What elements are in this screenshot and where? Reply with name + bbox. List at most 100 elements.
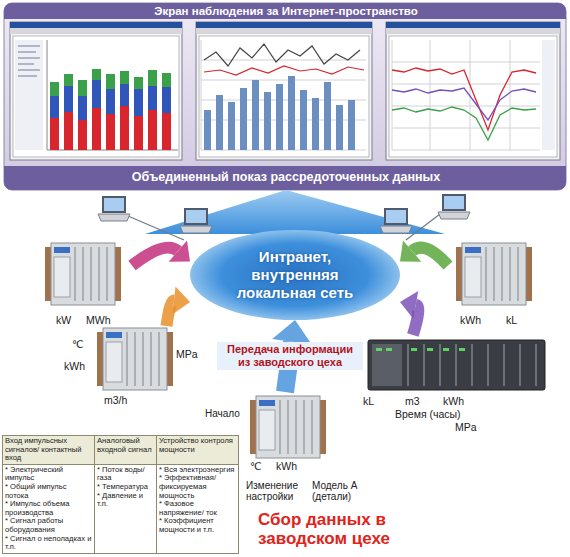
line-series [204, 66, 364, 75]
unit-label: kWh [443, 395, 464, 407]
screen-window [386, 22, 560, 160]
chart-grid [392, 40, 540, 150]
plc-controller: kLm3kWhВремя (часы)MPa [355, 335, 548, 435]
flow-arrow [400, 240, 448, 265]
flow-band [412, 248, 448, 266]
monitor-panel: Экран наблюдения за Интернет-пространств… [4, 3, 568, 190]
data-logger: ℃ kWh [240, 392, 330, 476]
panel-frame [4, 3, 566, 190]
data-logger-icon [45, 243, 121, 305]
screen-window [10, 22, 182, 160]
laptop-icon [180, 208, 212, 233]
chart-axis [47, 40, 178, 150]
table-item: * Эффективная/ фиксируемая мощность [159, 474, 236, 500]
flow-arrow [167, 286, 191, 326]
laptop-icon [438, 194, 470, 219]
table-header-cell: Вход импульсных сигналов/ контактный вхо… [3, 436, 95, 465]
line-series [392, 88, 536, 120]
laptop-icon [98, 196, 130, 221]
arrow-head [169, 240, 190, 261]
callout-label: Модель A (детали) [312, 480, 370, 502]
table-item: * Вся электроэнергия [159, 466, 236, 475]
network-shape [190, 230, 400, 320]
window-toolbar [196, 28, 372, 34]
flow-band [132, 248, 178, 266]
unit-label: m3 [405, 395, 420, 407]
unit-label: ℃ [250, 460, 262, 472]
window-titlebar [196, 22, 372, 28]
flow-arrow [132, 240, 190, 265]
unit-label: kWh [460, 314, 481, 326]
flow-arrow [145, 190, 445, 234]
unit-label: kW [56, 314, 71, 326]
unit-label: kWh [64, 360, 85, 372]
network-label: Интранет, внутренняя локальная сеть [220, 248, 370, 302]
data-logger: kWh kL [448, 238, 542, 330]
window-titlebar [10, 22, 182, 28]
window-sidebar [542, 40, 555, 150]
data-logger-icon [250, 396, 326, 458]
table-item: * Импульс объема производства [5, 500, 92, 517]
window-sidebar [15, 40, 43, 150]
bar-series [204, 76, 355, 150]
table-body-cell: * Электрический импульс* Общий импульс п… [3, 465, 95, 554]
window-content [199, 36, 369, 157]
unit-label: m3/h [104, 394, 127, 406]
table-item: * Сигнал о неполадках и т.п. [5, 535, 92, 552]
edge-label: Передача информации из заводского цеха [217, 342, 363, 370]
signal-table: Вход импульсных сигналов/ контактный вхо… [2, 435, 239, 554]
data-logger: ℃ MPa kWh m3/h [60, 326, 202, 410]
callout-label: Изменение настройки [246, 480, 308, 502]
unit-label: kWh [276, 460, 297, 472]
sidebar-lines [18, 46, 40, 76]
callout-label: Начало [205, 408, 240, 420]
flow-arrow [400, 291, 418, 335]
arrow-head [400, 240, 421, 261]
window-titlebar [386, 22, 560, 28]
screen-window [196, 22, 372, 160]
line-series [392, 68, 536, 130]
unit-label: MWh [86, 314, 111, 326]
table-item: * Фазовое напряжение/ ток [159, 500, 236, 517]
window-toolbar [386, 28, 560, 34]
laptop-icon [380, 208, 412, 233]
panel-heading: Экран наблюдения за Интернет-пространств… [4, 4, 568, 18]
data-logger-icon [97, 328, 173, 390]
upload-arrow [145, 190, 445, 234]
arrow-head [272, 320, 312, 345]
table-item: * Сигнал работы оборудования [5, 517, 92, 534]
plc-icon [368, 340, 545, 390]
table-body-cell: * Поток воды/ газа* Температура* Давлени… [95, 465, 157, 554]
data-logger-icon [456, 243, 532, 305]
data-logger: kW MWh [38, 238, 132, 330]
table-header-cell: Устройство контроля мощности [157, 436, 239, 465]
unit-label: kL [506, 314, 517, 326]
unit-label: kL [363, 395, 374, 407]
unit-label: ℃ [72, 338, 84, 350]
line-series [204, 44, 360, 66]
table-item: * Коэффициент мощности и т.п. [159, 517, 236, 534]
window-content [13, 36, 179, 157]
bar-series [50, 69, 171, 96]
plc-leds [376, 348, 465, 351]
table-item: * Температура [97, 483, 154, 492]
panel-caption: Объединенный показ рассредоточенных данн… [4, 169, 568, 185]
unit-label: MPa [176, 348, 198, 360]
table-header: Устройство контроля мощности [159, 437, 236, 454]
window-toolbar [10, 28, 182, 34]
arrow-head [173, 286, 190, 314]
table-header: Вход импульсных сигналов/ контактный вхо… [5, 437, 92, 463]
section-title: Сбор данных в заводском цехе [258, 510, 438, 548]
unit-label: Время (часы) [395, 408, 461, 420]
network-cloud: Интранет, внутренняя локальная сеть [190, 230, 400, 320]
table-body-cell: * Вся электроэнергия* Эффективная/ фикси… [157, 465, 239, 554]
chart-grid [201, 40, 366, 150]
table-item: * Поток воды/ газа [97, 466, 154, 483]
table-header-cell: Аналоговый входной сигнал [95, 436, 157, 465]
arrow-head [400, 291, 418, 319]
window-content [389, 36, 557, 157]
line-series [392, 107, 536, 140]
table-item: * Давление и т.п. [97, 492, 154, 509]
table-item: * Электрический импульс [5, 466, 92, 483]
